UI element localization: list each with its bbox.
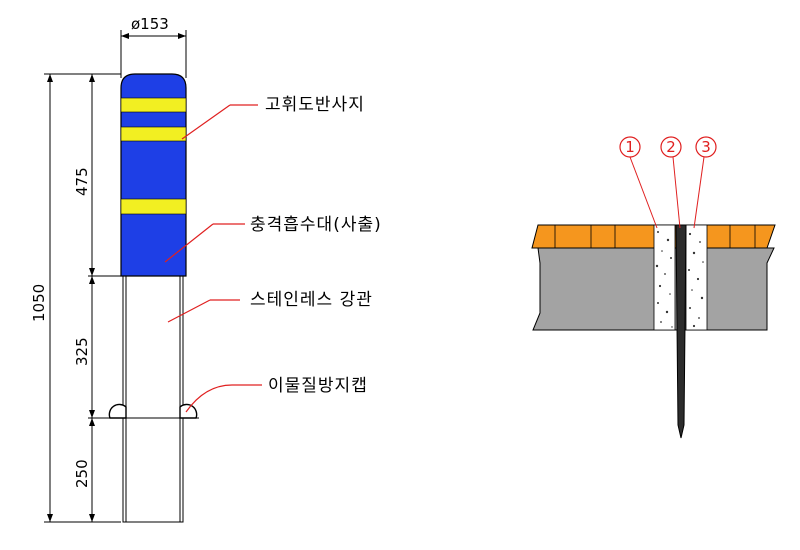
reflective-stripe bbox=[120, 198, 187, 215]
reflective-stripe bbox=[120, 126, 187, 142]
debris-cap bbox=[88, 403, 199, 419]
diameter-label: ø153 bbox=[131, 15, 169, 33]
callout-2: 2 bbox=[666, 138, 676, 156]
callout-1: 1 bbox=[625, 138, 635, 156]
diameter-dimension: ø153 bbox=[120, 15, 187, 78]
callout-3: 3 bbox=[701, 138, 711, 156]
mortar-fill-left bbox=[653, 224, 676, 331]
mortar-fill-right bbox=[685, 224, 708, 331]
ground-section bbox=[531, 224, 776, 331]
impact-absorber-body bbox=[120, 73, 187, 277]
height-dimensions: 1050 475 325 250 bbox=[30, 73, 121, 523]
anchor-rod bbox=[675, 224, 687, 439]
steel-pipe-label: 스테인레스 강관 bbox=[250, 290, 373, 310]
callouts: 1 2 3 bbox=[619, 136, 717, 229]
total-height-label: 1050 bbox=[30, 284, 48, 322]
middle-height-label: 325 bbox=[73, 337, 91, 366]
impact-absorber-label: 충격흡수대(사출) bbox=[250, 215, 382, 235]
lower-height-label: 250 bbox=[73, 459, 91, 488]
cap-label: 이물질방지캡 bbox=[268, 376, 368, 396]
leader-lines bbox=[164, 104, 262, 413]
reflective-sheet-label: 고휘도반사지 bbox=[265, 95, 365, 115]
reflective-stripe bbox=[120, 97, 187, 113]
steel-pipe bbox=[122, 269, 184, 523]
upper-height-label: 475 bbox=[73, 167, 91, 196]
